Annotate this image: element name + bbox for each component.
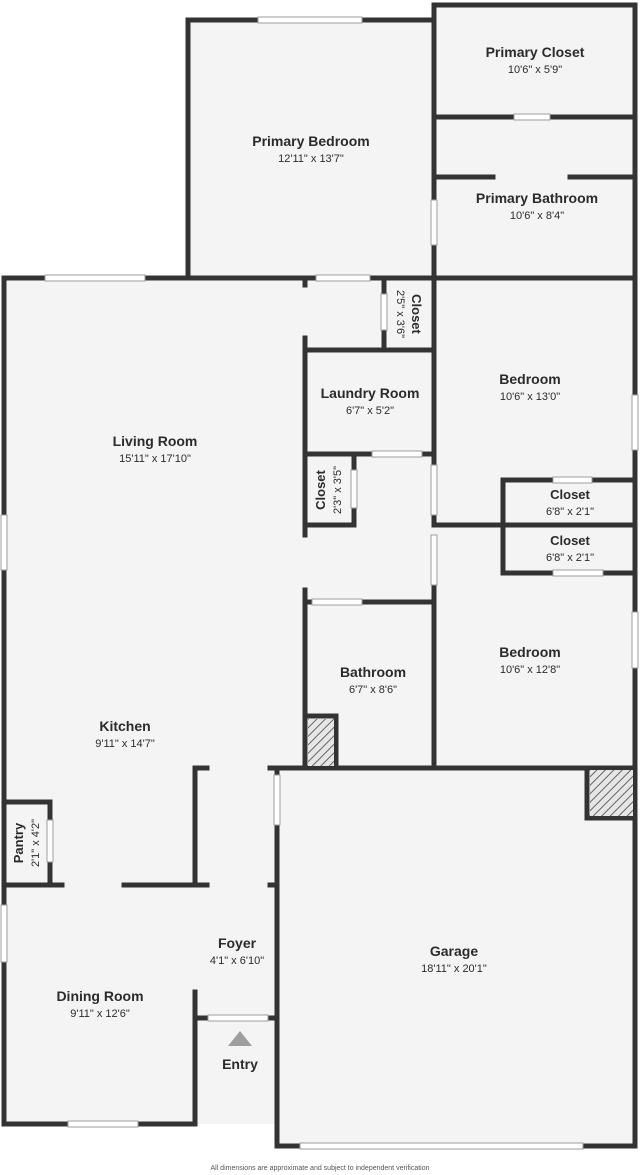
laundry-room-dim: 6'7" x 5'2" bbox=[346, 405, 394, 417]
bathroom-dim: 6'7" x 8'6" bbox=[349, 684, 397, 696]
primary-bedroom-dim: 12'11" x 13'7" bbox=[278, 153, 344, 165]
primary-bedroom-name: Primary Bedroom bbox=[252, 133, 369, 149]
closet-top-name: Closet bbox=[409, 294, 424, 334]
living-room-dim: 15'11" x 17'10" bbox=[119, 453, 191, 465]
kitchen-dim: 9'11" x 14'7" bbox=[95, 738, 155, 750]
hatched-duct-bathroom bbox=[308, 719, 334, 766]
primary-bathroom-dim: 10'6" x 8'4" bbox=[510, 210, 564, 222]
dining-room-dim: 9'11" x 12'6" bbox=[70, 1008, 130, 1020]
foyer-name: Foyer bbox=[218, 935, 257, 951]
bathroom-name: Bathroom bbox=[340, 664, 406, 680]
pantry-name: Pantry bbox=[11, 822, 26, 863]
entry-arrow-icon bbox=[228, 1031, 252, 1046]
closet-hall-name: Closet bbox=[313, 469, 328, 509]
primary-closet-dim: 10'6" x 5'9" bbox=[508, 64, 562, 76]
windows bbox=[0, 16, 639, 1150]
foyer-dim: 4'1" x 6'10" bbox=[210, 955, 264, 967]
dining-room-name: Dining Room bbox=[56, 988, 143, 1004]
disclaimer: All dimensions are approximate and subje… bbox=[210, 1165, 430, 1172]
closet-top-dim: 2'5" x 3'6" bbox=[394, 290, 406, 338]
bedroom-2-name: Bedroom bbox=[499, 644, 560, 660]
garage-dim: 18'11" x 20'1" bbox=[421, 963, 487, 975]
primary-closet-name: Primary Closet bbox=[486, 44, 585, 60]
bedroom-2-dim: 10'6" x 12'8" bbox=[500, 664, 560, 676]
primary-bathroom-name: Primary Bathroom bbox=[476, 190, 598, 206]
bedroom-1-name: Bedroom bbox=[499, 371, 560, 387]
hatched-duct-garage bbox=[590, 770, 633, 816]
entry-label: Entry bbox=[222, 1056, 258, 1072]
pantry-dim: 2'1" x 4'2" bbox=[30, 819, 42, 867]
living-room-name: Living Room bbox=[113, 433, 198, 449]
closet-b2-dim: 6'8" x 2'1" bbox=[546, 552, 594, 564]
closet-b2-name: Closet bbox=[550, 533, 590, 548]
laundry-room-name: Laundry Room bbox=[321, 385, 420, 401]
bedroom-1-dim: 10'6" x 13'0" bbox=[500, 391, 560, 403]
garage-name: Garage bbox=[430, 943, 478, 959]
closet-hall-dim: 2'3" x 3'5" bbox=[332, 466, 344, 514]
closet-b1-dim: 6'8" x 2'1" bbox=[546, 506, 594, 518]
walls bbox=[1, 2, 638, 1149]
closet-b1-name: Closet bbox=[550, 487, 590, 502]
kitchen-name: Kitchen bbox=[99, 718, 150, 734]
